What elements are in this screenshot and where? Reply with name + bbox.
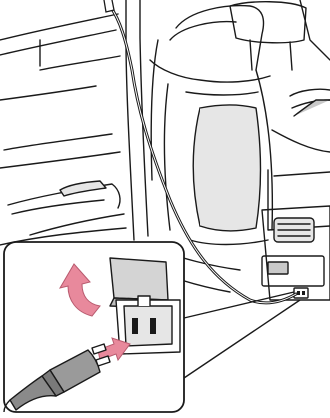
inset-panel	[4, 242, 184, 412]
